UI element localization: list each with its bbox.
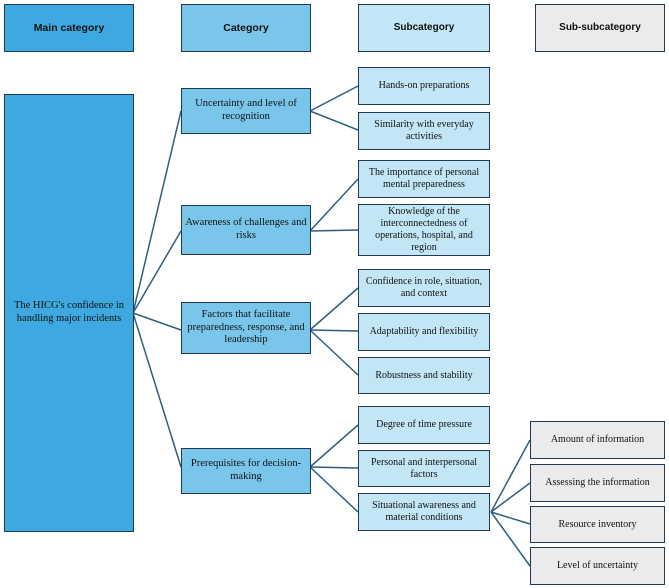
connector-main-cat-3 <box>132 312 182 331</box>
connector-cat4-sub1 <box>309 424 359 468</box>
connector-sub-ss4 <box>490 511 531 567</box>
connector-main-cat-1 <box>132 110 182 314</box>
main-category-box: The HICG's confidence in handling major … <box>4 94 134 532</box>
category-prerequisites: Prerequisites for decision-making <box>181 448 311 494</box>
connector-cat4-sub3 <box>309 466 359 513</box>
sub-mental-preparedness: The importance of personal mental prepar… <box>358 160 490 198</box>
connector-cat1-sub2 <box>309 110 359 131</box>
sub-robustness: Robustness and stability <box>358 357 490 394</box>
sub-time-pressure: Degree of time pressure <box>358 406 490 444</box>
connector-sub-ss1 <box>490 439 531 513</box>
sub-interconnectedness: Knowledge of the interconnectedness of o… <box>358 204 490 256</box>
sub-similarity-everyday: Similarity with everyday activities <box>358 112 490 150</box>
subsub-assessing-information: Assessing the information <box>530 464 665 502</box>
sub-hands-on-preparations: Hands-on preparations <box>358 67 490 105</box>
subsub-level-uncertainty: Level of uncertainty <box>530 547 665 585</box>
category-awareness: Awareness of challenges and risks <box>181 205 311 255</box>
connector-cat2-sub1 <box>309 178 359 232</box>
header-subcategory: Subcategory <box>358 4 490 52</box>
connector-cat3-sub3 <box>309 329 359 376</box>
category-factors: Factors that facilitate preparedness, re… <box>181 302 311 354</box>
connector-main-cat-4 <box>132 312 182 468</box>
connector-cat2-sub2 <box>309 229 359 232</box>
subsub-amount-information: Amount of information <box>530 421 665 459</box>
connector-cat4-sub2 <box>309 466 359 469</box>
subsub-resource-inventory: Resource inventory <box>530 506 665 543</box>
header-sub-subcategory: Sub-subcategory <box>535 4 665 52</box>
sub-situational-awareness: Situational awareness and material condi… <box>358 493 490 531</box>
connector-sub-ss2 <box>490 482 531 513</box>
connector-cat1-sub1 <box>309 85 359 112</box>
sub-confidence-role: Confidence in role, situation, and conte… <box>358 269 490 307</box>
connector-cat3-sub2 <box>309 329 359 332</box>
header-category: Category <box>181 4 311 52</box>
header-main-category: Main category <box>4 4 134 52</box>
connector-main-cat-2 <box>132 230 182 314</box>
category-uncertainty: Uncertainty and level of recognition <box>181 88 311 134</box>
sub-adaptability: Adaptability and flexibility <box>358 313 490 351</box>
connector-sub-ss3 <box>490 511 531 525</box>
connector-cat3-sub1 <box>309 287 359 331</box>
sub-personal-factors: Personal and interpersonal factors <box>358 450 490 487</box>
